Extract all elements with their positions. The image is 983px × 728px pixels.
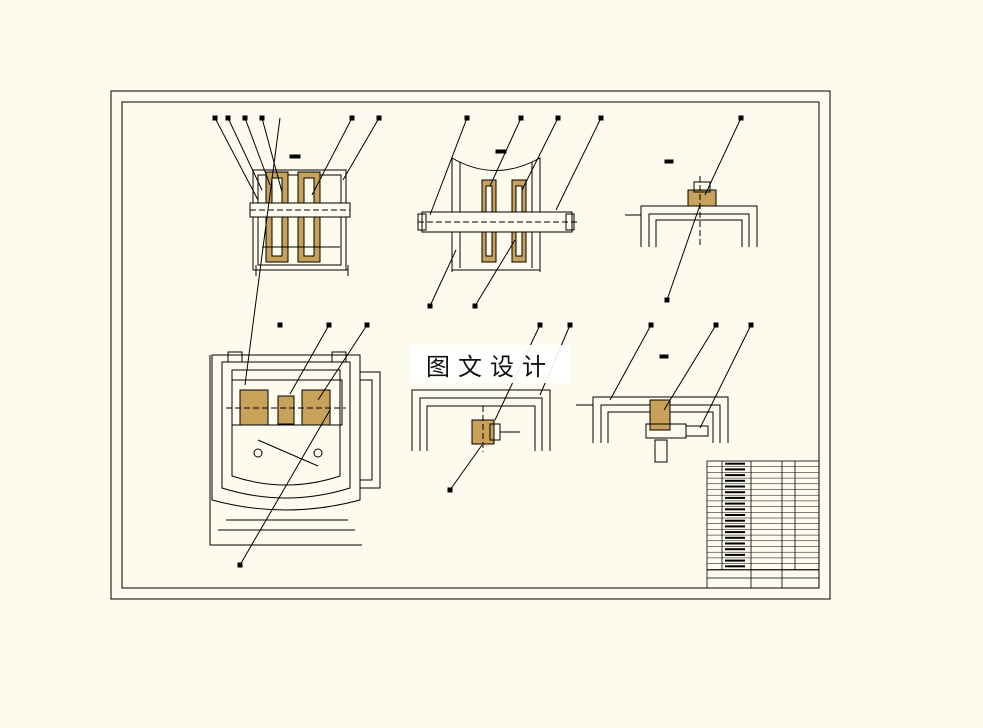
- parts-list-cell-mark: [725, 502, 745, 505]
- parts-list-cell-mark: [725, 559, 745, 562]
- parts-list-cell-mark: [725, 565, 745, 568]
- view-wheel-shaft: [417, 115, 604, 309]
- outer-frame: [110, 90, 831, 600]
- inner-frame: [121, 101, 820, 589]
- view-housing-section: [209, 117, 381, 568]
- parts-list-cell-mark: [725, 531, 745, 534]
- parts-list-cell-mark: [725, 485, 745, 488]
- parts-list-cell-mark: [725, 548, 745, 551]
- parts-list-cell-mark: [725, 514, 745, 516]
- parts-list-cell-mark: [725, 542, 745, 545]
- parts-list-cell-mark: [725, 474, 745, 477]
- parts-list-cell-mark: [725, 519, 745, 522]
- view-channel-frame-bottom-right: [576, 322, 754, 463]
- parts-list-cell-mark: [725, 491, 745, 494]
- parts-list-cell-mark: [725, 468, 745, 471]
- watermark: 图文设计: [410, 345, 570, 383]
- title-block-parts-list: [706, 460, 820, 589]
- view-pulley-section-left: [212, 115, 382, 276]
- parts-list-cell-mark: [725, 553, 745, 556]
- parts-list-cell-mark: [725, 508, 745, 511]
- parts-list-cell-mark: [725, 479, 745, 482]
- parts-list-cell-mark: [725, 525, 745, 528]
- parts-list-cell-mark: [725, 496, 745, 499]
- parts-list-rows: [707, 462, 819, 570]
- parts-list-cell-mark: [725, 536, 745, 539]
- view-channel-frame-top: [625, 115, 758, 303]
- parts-list-cell-mark: [725, 462, 745, 465]
